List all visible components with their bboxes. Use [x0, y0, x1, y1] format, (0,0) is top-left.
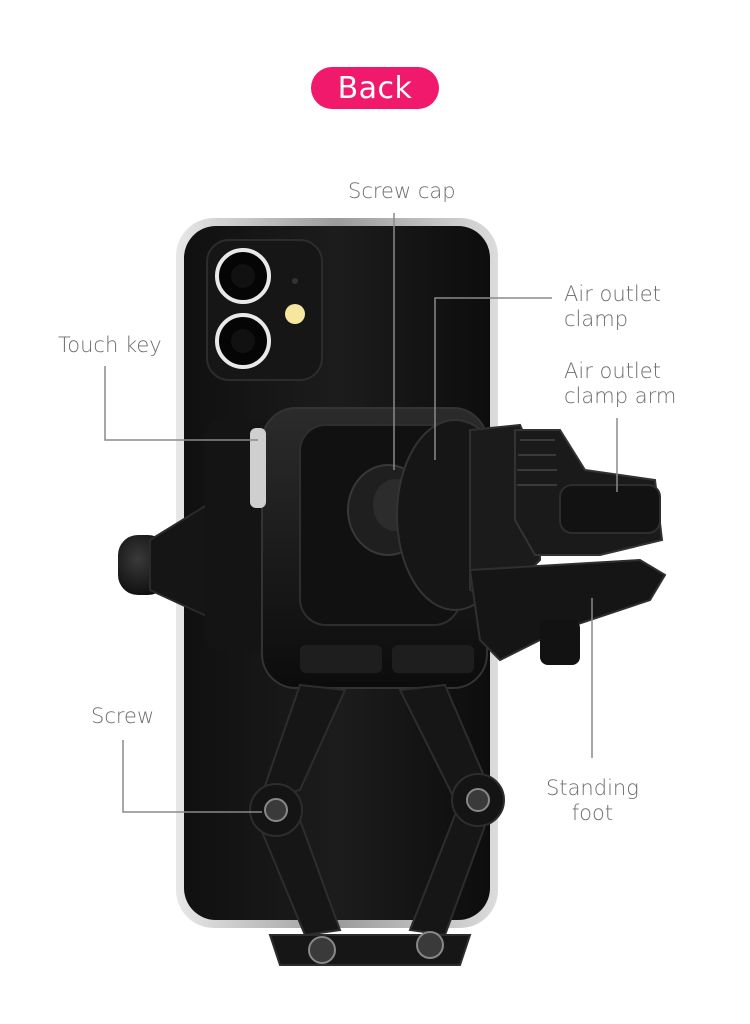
label-air-outlet-clamp-arm: Air outlet clamp arm: [564, 359, 677, 408]
label-screw: Screw: [91, 704, 155, 728]
leader-touch-key: [104, 366, 258, 441]
label-standing-foot: Standing foot: [546, 776, 639, 825]
air-outlet-clamp-arm: [514, 429, 664, 556]
leader-air-outlet-clamp: [434, 297, 552, 460]
screw-icon: [466, 788, 490, 812]
leader-screw: [122, 740, 262, 813]
label-touch-key: Touch key: [58, 333, 162, 357]
label-air-outlet-clamp: Air outlet clamp: [564, 282, 661, 331]
standing-foot: [468, 558, 667, 665]
back-title-badge: Back: [311, 67, 439, 109]
flash-icon: [285, 304, 305, 324]
screw-icon: [416, 931, 444, 959]
touch-key: [250, 428, 266, 508]
screw-icon: [308, 936, 336, 964]
label-screw-cap: Screw cap: [348, 179, 456, 203]
leader-lines: [104, 213, 618, 813]
screw-icon: [264, 798, 288, 822]
